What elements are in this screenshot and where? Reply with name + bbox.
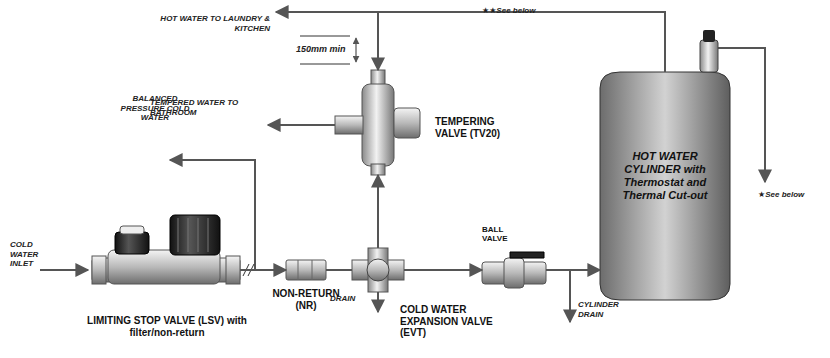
pipe-label: DRAIN — [330, 294, 370, 304]
pipe-connector — [404, 269, 482, 271]
pipe-connector — [546, 269, 600, 271]
pipe-label: 150mm min — [296, 44, 352, 55]
pipe-connector — [378, 12, 665, 72]
tempering-valve: TEMPERING VALVE (TV20) — [335, 70, 420, 175]
pipe-label: ★See below — [758, 190, 824, 200]
pipe-connector — [326, 269, 352, 271]
component-label: NON-RETURN (NR) — [272, 288, 340, 311]
expansion-valve: COLD WATER EXPANSION VALVE (EVT) — [352, 248, 404, 292]
non-return-valve: NON-RETURN (NR) — [286, 258, 326, 282]
pipe-label: BALANCED PRESSURE COLD WATER — [112, 94, 198, 123]
limiting-stop-valve: LIMITING STOP VALVE (LSV) with filter/no… — [92, 215, 240, 300]
component-label: LIMITING STOP VALVE (LSV) with filter/no… — [82, 315, 252, 338]
pipe-label: HOT WATER TO LAUNDRY & KITCHEN — [148, 14, 270, 33]
component-label: TEMPERING VALVE (TV20) — [435, 116, 521, 139]
hot-water-cylinder: HOT WATER CYLINDER with Thermostat and T… — [600, 72, 730, 300]
pipe-label: COLD WATER INLET — [10, 240, 54, 269]
pipe-label: CYLINDER DRAIN — [578, 300, 632, 319]
component-label: HOT WATER CYLINDER with Thermostat and T… — [600, 130, 730, 223]
pipe-label: ★★See below — [482, 6, 572, 16]
component-label: COLD WATER EXPANSION VALVE (EVT) — [400, 304, 518, 339]
ball-valve: BALL VALVE — [482, 252, 546, 288]
pipe-connector — [240, 269, 286, 271]
pipe-connector — [377, 175, 379, 248]
component-label: BALL VALVE — [482, 225, 526, 243]
